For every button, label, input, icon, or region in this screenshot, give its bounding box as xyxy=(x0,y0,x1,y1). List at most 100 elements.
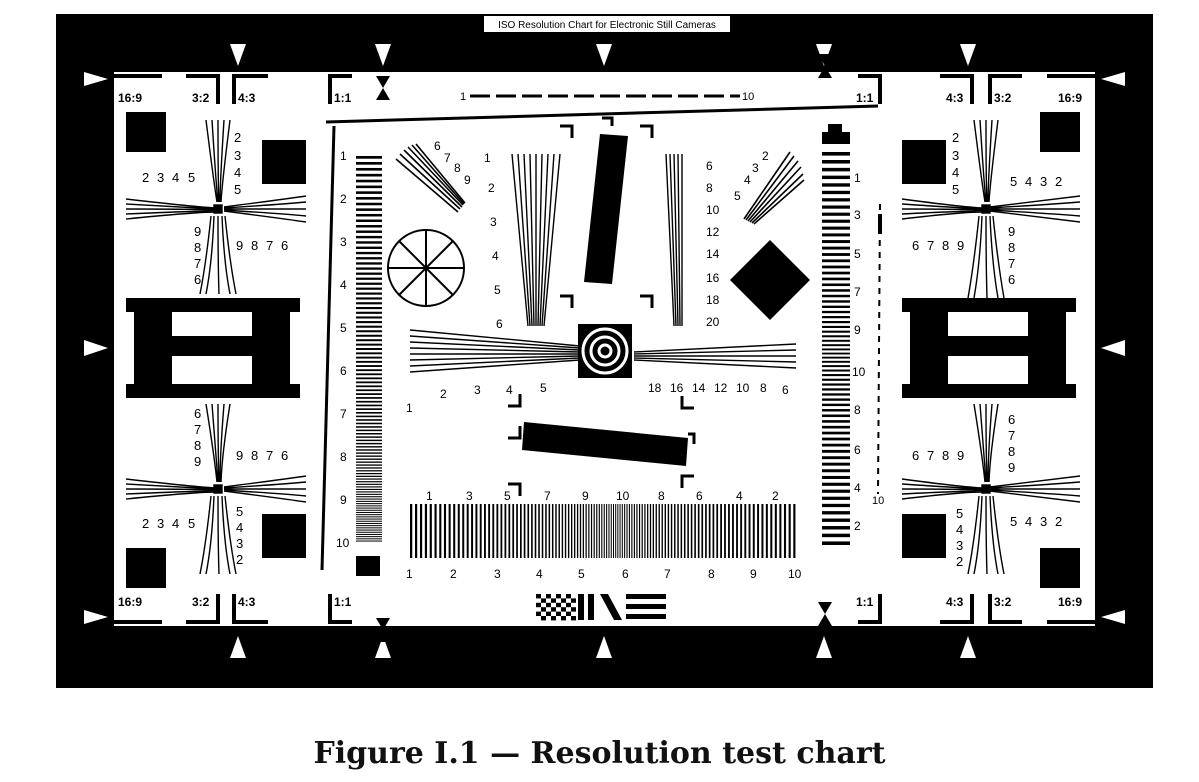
bb-line xyxy=(636,504,638,558)
qbr-h2-2: 3 xyxy=(1040,514,1047,529)
bbt-4: 4 xyxy=(736,489,743,503)
wtl-3: 3 xyxy=(490,215,497,229)
lv-label-4: 4 xyxy=(340,278,347,292)
qbr-v2-0: 5 xyxy=(956,506,963,521)
bb-line xyxy=(453,504,456,558)
bb-line xyxy=(415,504,418,558)
bb-line xyxy=(471,504,474,558)
qtl-h-0: 2 xyxy=(142,170,149,185)
lv-line xyxy=(356,505,382,507)
wtl-1: 1 xyxy=(484,151,491,165)
lv-line xyxy=(356,381,382,384)
bb-line xyxy=(484,504,486,558)
rv-line xyxy=(822,339,850,342)
rv-line xyxy=(822,526,850,530)
checker-cell xyxy=(561,616,566,621)
lv-line xyxy=(356,415,382,418)
lv-line xyxy=(356,486,382,488)
lv-line xyxy=(356,343,382,346)
center-target xyxy=(581,327,629,375)
diamond xyxy=(730,240,810,320)
lv-label-6: 6 xyxy=(340,364,347,378)
rv-line xyxy=(822,449,850,453)
lv-line xyxy=(356,330,382,333)
bb-line xyxy=(424,504,428,558)
qbl-v2-2: 3 xyxy=(236,536,243,551)
lv-line xyxy=(356,302,382,305)
qbl-v2-0: 5 xyxy=(236,504,243,519)
aspect-bottom-right-32: 3:2 xyxy=(994,595,1012,609)
checker-cell xyxy=(566,602,571,608)
wcr-16: 16 xyxy=(670,381,684,395)
bbb-6: 6 xyxy=(622,567,629,581)
wtl-4: 4 xyxy=(492,249,499,263)
bb-line xyxy=(488,504,491,558)
wtr-6: 6 xyxy=(706,159,713,173)
lv-line xyxy=(356,385,382,388)
bottom-pattern xyxy=(536,594,666,621)
bb-line xyxy=(593,504,595,558)
lv-line xyxy=(356,377,382,380)
lv-line xyxy=(356,348,382,350)
qbl-v-1: 7 xyxy=(194,422,201,437)
lv-line xyxy=(356,422,382,425)
bb-line xyxy=(419,504,423,558)
qtr-h-3: 2 xyxy=(1055,174,1062,189)
qbr-v2-2: 3 xyxy=(956,538,963,553)
lv-line xyxy=(356,475,382,477)
lv-line xyxy=(356,246,382,249)
lv-line xyxy=(356,334,382,337)
lv-line xyxy=(356,527,382,529)
lv-line xyxy=(356,511,382,513)
lv-line xyxy=(356,516,382,518)
lv-line xyxy=(356,292,382,295)
bbb-7: 7 xyxy=(664,567,671,581)
left-vertical-scale: 1 2 3 4 5 6 7 8 9 10 xyxy=(336,149,382,576)
qtl-v-0: 2 xyxy=(234,130,241,145)
rv-line xyxy=(822,283,850,287)
bb-line xyxy=(603,504,605,558)
bbb-1: 1 xyxy=(406,567,413,581)
rv-line xyxy=(822,310,850,314)
bb-line xyxy=(534,504,537,558)
rv-line xyxy=(822,325,850,329)
bb-line xyxy=(628,504,630,558)
lv-line xyxy=(356,498,382,500)
lv-line xyxy=(356,400,382,403)
bb-line xyxy=(516,504,518,558)
lv-line xyxy=(356,185,382,189)
checker-cell xyxy=(571,616,576,621)
arrow-top-3 xyxy=(596,44,612,66)
rv-line xyxy=(822,240,850,244)
arrow-left-3 xyxy=(84,610,108,624)
rv-line xyxy=(822,344,850,347)
rv-label-6: 6 xyxy=(854,443,861,457)
bb-line xyxy=(652,504,655,558)
checker-cell xyxy=(566,594,571,599)
wcr-18: 18 xyxy=(648,381,662,395)
wedge-top-left-labels: 1 2 3 4 5 6 xyxy=(484,151,503,331)
star-wheel xyxy=(387,229,465,307)
lv-line xyxy=(356,404,382,407)
checker-cell xyxy=(536,611,541,616)
bb-line xyxy=(492,504,495,558)
lv-line xyxy=(356,297,382,300)
qtl-v2-0: 9 xyxy=(194,224,201,239)
bb-line xyxy=(677,504,679,558)
qbl-h2-0: 2 xyxy=(142,516,149,531)
qbl-v2-3: 2 xyxy=(236,552,243,567)
checker-cell xyxy=(536,594,541,599)
bb-line xyxy=(571,504,573,558)
chart-title: ISO Resolution Chart for Electronic Stil… xyxy=(498,20,716,31)
bb-line xyxy=(744,504,747,558)
lv-line xyxy=(356,173,382,177)
bb-line xyxy=(683,504,686,558)
bbb-10: 10 xyxy=(788,567,802,581)
checker-cell xyxy=(566,611,571,616)
bb-line xyxy=(720,504,722,558)
qtl-h2-1: 8 xyxy=(251,238,258,253)
lv-line xyxy=(356,540,382,542)
bbt-10: 10 xyxy=(616,489,630,503)
qtl-v-1: 3 xyxy=(234,148,241,163)
bb-line xyxy=(619,504,621,558)
